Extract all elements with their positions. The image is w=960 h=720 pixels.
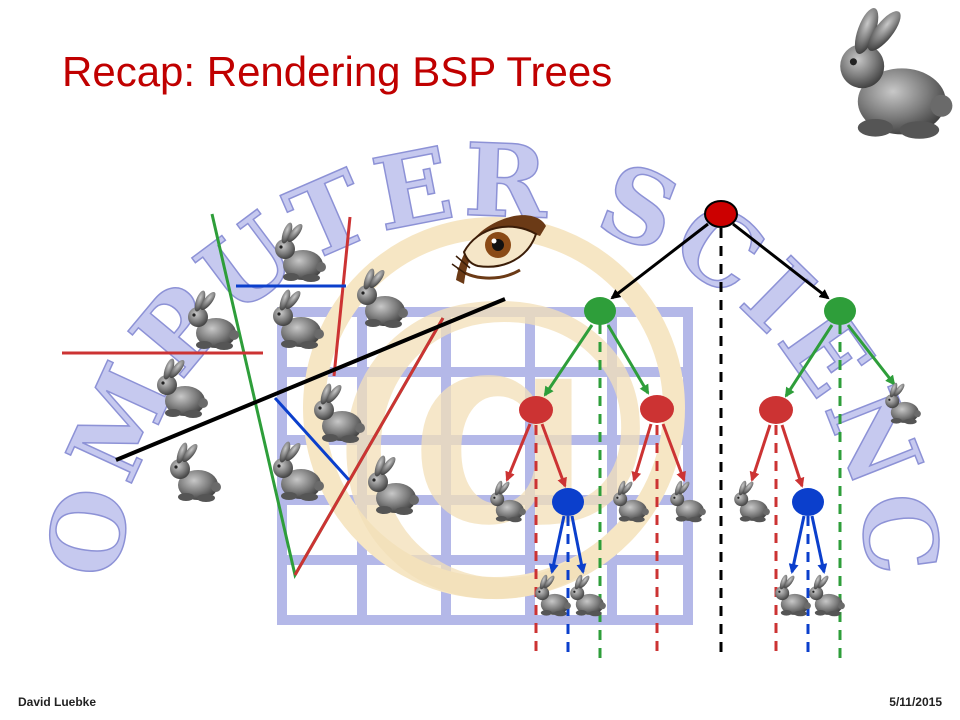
edge-green-left-red2	[606, 324, 650, 395]
blue-node-1	[552, 488, 584, 516]
black-partition-line	[115, 297, 506, 462]
bunny-icon	[775, 573, 811, 617]
bunny-icon	[670, 479, 706, 523]
edge-red2-bunny	[631, 423, 653, 482]
edge-green-right-bunny	[846, 324, 896, 386]
edge-blue2-bunny2	[810, 515, 828, 574]
edge-blue1-bunny	[548, 515, 566, 574]
watermark-at-symbol: @	[324, 222, 664, 621]
green-node-left	[584, 297, 616, 325]
edge-red1-blue	[540, 423, 567, 488]
bunny-icon	[734, 479, 770, 523]
tree-nodes	[519, 200, 856, 516]
green-node-right	[824, 297, 856, 325]
bunny-icon	[170, 441, 221, 502]
edge-root-left	[610, 222, 709, 300]
red-node-1	[519, 396, 553, 424]
edge-blue2-bunny	[788, 515, 806, 574]
tree-edges	[505, 222, 896, 574]
slide-title: Recap: Rendering BSP Trees	[62, 48, 613, 95]
edge-red3-bunny	[749, 424, 772, 482]
edge-red3-blue	[780, 424, 805, 488]
red-partition-line-lower	[293, 317, 445, 576]
red-node-3	[759, 396, 793, 424]
footer-author: David Luebke	[18, 695, 97, 709]
edge-green-right-red	[784, 324, 834, 398]
corner-bunny-icon	[840, 5, 953, 139]
edge-red2-bunny2	[661, 423, 686, 482]
scene-partitions	[62, 213, 506, 580]
blue-partition-line-lower	[273, 396, 351, 482]
edge-root-right	[732, 222, 830, 300]
blue-node-2	[792, 488, 824, 516]
edge-blue1-bunny2	[570, 515, 587, 574]
red-node-2	[640, 395, 674, 423]
edge-green-left-red	[543, 324, 594, 397]
edge-red1-bunny	[505, 423, 532, 482]
eye-icon	[451, 215, 546, 284]
root-node	[704, 200, 738, 228]
footer-date: 5/11/2015	[889, 695, 942, 709]
red-partition-line-upper	[332, 216, 352, 377]
watermark-building	[277, 307, 693, 625]
